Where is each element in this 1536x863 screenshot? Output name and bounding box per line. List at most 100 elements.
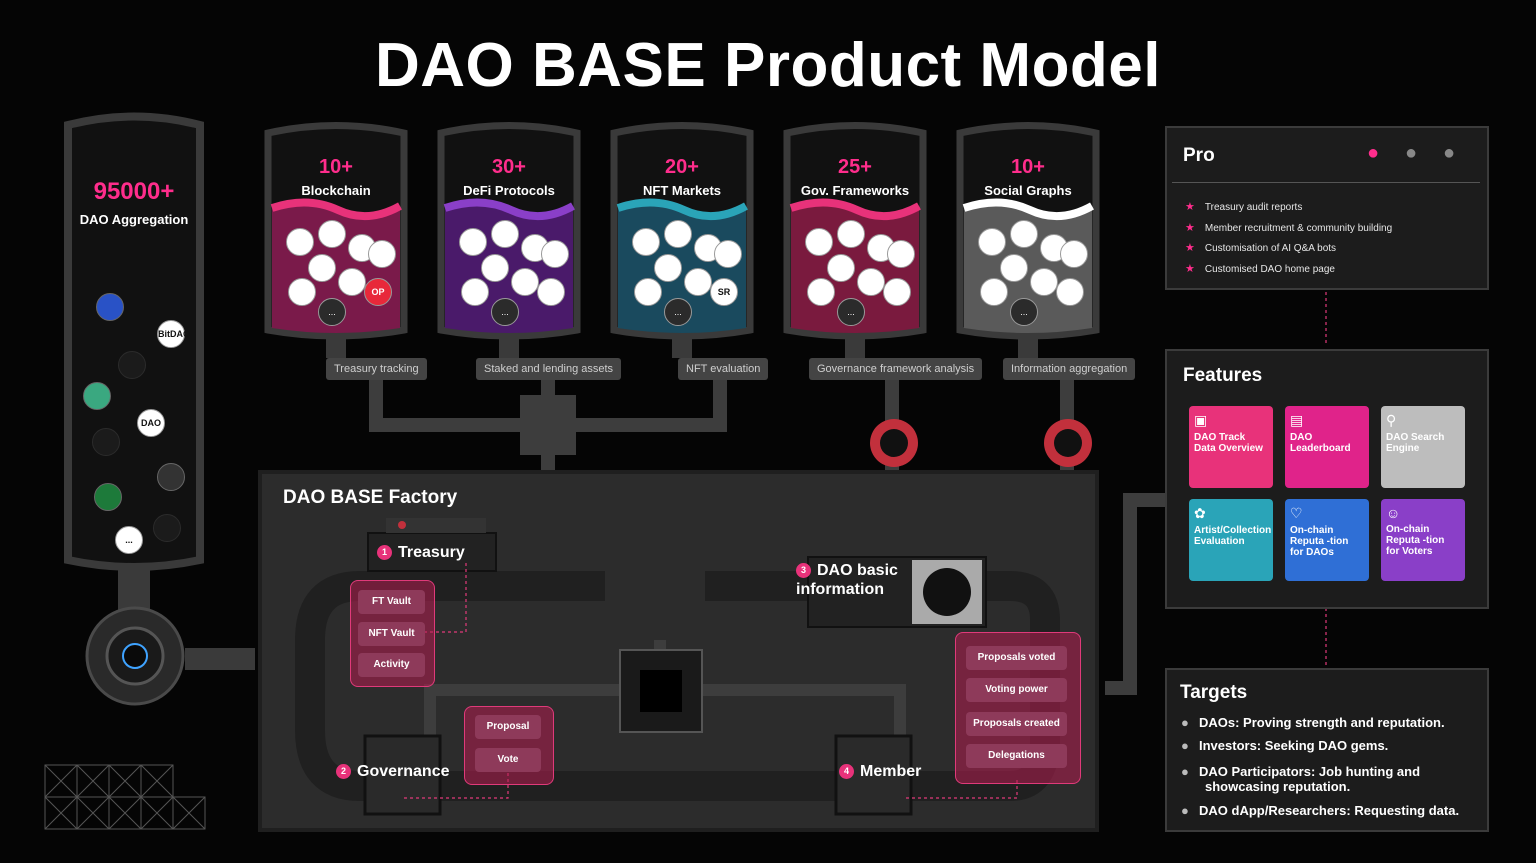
step-label: DAO basic information: [796, 562, 898, 598]
protocol-logo-icon: [511, 268, 539, 296]
divider: [1172, 182, 1480, 183]
feature-icon: ▤: [1290, 412, 1304, 428]
aggregation-count: 95000+: [93, 178, 175, 205]
tank-neck: [672, 336, 692, 358]
pro-item: ★Customised DAO home page: [1185, 262, 1335, 275]
protocol-logo-icon: [807, 278, 835, 306]
more-icon: ...: [1010, 298, 1038, 326]
group-icon: ●: [1181, 715, 1189, 730]
protocol-logo-icon: [714, 240, 742, 268]
protocol-logo-icon: [491, 220, 519, 248]
feature-label: On-chain Reputa -tion for Voters: [1386, 524, 1445, 557]
tank-neck: [326, 336, 346, 358]
more-icon: ...: [837, 298, 865, 326]
star-icon: ★: [1185, 263, 1195, 275]
pro-item: ★Customisation of AI Q&A bots: [1185, 241, 1336, 254]
blank-coin-icon: [92, 428, 120, 456]
tank-wave: [789, 198, 921, 221]
tank-wave: [962, 198, 1094, 221]
feature-card[interactable]: ▣ DAO Track Data Overview: [1189, 406, 1273, 488]
feature-label: On-chain Reputa -tion for DAOs: [1290, 525, 1349, 558]
protocol-logo-icon: [459, 228, 487, 256]
protocol-logo-icon: [481, 254, 509, 282]
tank-count: 10+: [1011, 156, 1045, 178]
tank-defi-protocols: 30+DeFi Protocols...: [441, 128, 577, 342]
star-icon: ★: [1185, 201, 1195, 213]
feature-icon: ♡: [1290, 505, 1303, 521]
feature-icon: ☺: [1386, 505, 1401, 521]
data-source-tag: Governance framework analysis: [809, 358, 983, 380]
dao-app-icon: [157, 463, 185, 491]
delegations-pill: Delegations: [966, 744, 1067, 768]
data-source-tag: Information aggregation: [1003, 358, 1136, 380]
pro-item-text: Member recruitment & community building: [1204, 223, 1393, 234]
investor-icon: ●: [1181, 738, 1189, 753]
protocol-logo-icon: [634, 278, 662, 306]
pro-item-text: Treasury audit reports: [1204, 202, 1303, 213]
tank-label: NFT Markets: [642, 183, 722, 198]
target-text: DAO dApp/Researchers: Requesting data.: [1199, 803, 1460, 818]
protocol-logo-icon: [664, 220, 692, 248]
feature-card[interactable]: ♡ On-chain Reputa -tion for DAOs: [1285, 499, 1369, 581]
bitdao-logo-icon: BitDAO: [157, 320, 190, 348]
feature-card[interactable]: ▤ DAO Leaderboard: [1285, 406, 1369, 488]
feature-card[interactable]: ☺ On-chain Reputa -tion for Voters: [1381, 499, 1465, 581]
blank-coin-icon: [118, 351, 146, 379]
protocol-logo-icon: [887, 240, 915, 268]
protocol-logo-icon: [537, 278, 565, 306]
step-label: Treasury: [398, 544, 465, 561]
targets-title: Targets: [1180, 682, 1248, 703]
target-item-investors: ● Investors: Seeking DAO gems.: [1181, 738, 1388, 753]
nft-vault-pill: NFT Vault: [358, 622, 425, 646]
activity-pill: Activity: [358, 653, 425, 677]
feature-label: DAO Search Engine: [1386, 432, 1445, 454]
dao-coin-icon: DAO: [137, 409, 165, 437]
feature-icon: ▣: [1194, 412, 1208, 428]
tank-count: 30+: [492, 156, 526, 178]
target-text: Investors: Seeking DAO gems.: [1199, 738, 1389, 753]
more-icon: ...: [318, 298, 346, 326]
more-icon: ...: [491, 298, 519, 326]
tank-count: 25+: [838, 156, 872, 178]
star-icon: ★: [1185, 242, 1195, 254]
tank-neck: [1018, 336, 1038, 358]
feature-label: DAO Leaderboard: [1290, 432, 1351, 454]
proposal-pill: Proposal: [475, 715, 541, 739]
targets-panel: Targets ● DAOs: Proving strength and repu…: [1165, 668, 1489, 832]
vote-pill: Vote: [475, 748, 541, 772]
features-title: Features: [1183, 365, 1263, 386]
protocol-logo-icon: [286, 228, 314, 256]
step-number: 4: [839, 764, 854, 780]
target-text: DAOs: Proving strength and reputation.: [1199, 715, 1445, 730]
protocol-logo-icon: [541, 240, 569, 268]
protocol-logo-icon: [654, 254, 682, 282]
feature-card[interactable]: ⚲DAO Search Engine: [1381, 406, 1465, 488]
dao-logo-icon: [96, 293, 124, 321]
pro-panel: Pro ● ● ● ★Treasury audit reports ★Membe…: [1165, 126, 1489, 290]
feature-label: DAO Track Data Overview: [1194, 432, 1263, 454]
tank-nft-markets: 20+NFT Markets...SR: [614, 128, 750, 342]
factory-title: DAO BASE Factory: [283, 487, 458, 508]
feature-icon: ✿: [1194, 505, 1206, 521]
protocol-logo-icon: [1000, 254, 1028, 282]
protocol-logo-icon: [338, 268, 366, 296]
protocol-logo-icon: [1056, 278, 1084, 306]
feature-card[interactable]: ✿ Artist/Collection Evaluation: [1189, 499, 1273, 581]
pro-item: ★ Treasury audit reports: [1185, 200, 1302, 213]
blank-coin-icon: [153, 514, 181, 542]
tank-label: Blockchain: [301, 183, 371, 198]
feature-label: Artist/Collection Evaluation: [1194, 525, 1272, 547]
data-source-tag: NFT evaluation: [678, 358, 769, 380]
tank-label: Social Graphs: [984, 183, 1072, 198]
protocol-logo-icon: [837, 220, 865, 248]
more-icon: ...: [664, 298, 692, 326]
protocol-logo-icon: [308, 254, 336, 282]
user-check-icon: ●: [1367, 142, 1380, 164]
tank-blockchain: 10+Blockchain...OP: [268, 128, 404, 342]
protocol-logo-icon: [857, 268, 885, 296]
tank-gov-frameworks: 25+Gov. Frameworks...: [787, 128, 923, 342]
aggregation-label: DAO Aggregation: [79, 212, 189, 227]
protocol-logo-icon: SR: [710, 278, 738, 306]
